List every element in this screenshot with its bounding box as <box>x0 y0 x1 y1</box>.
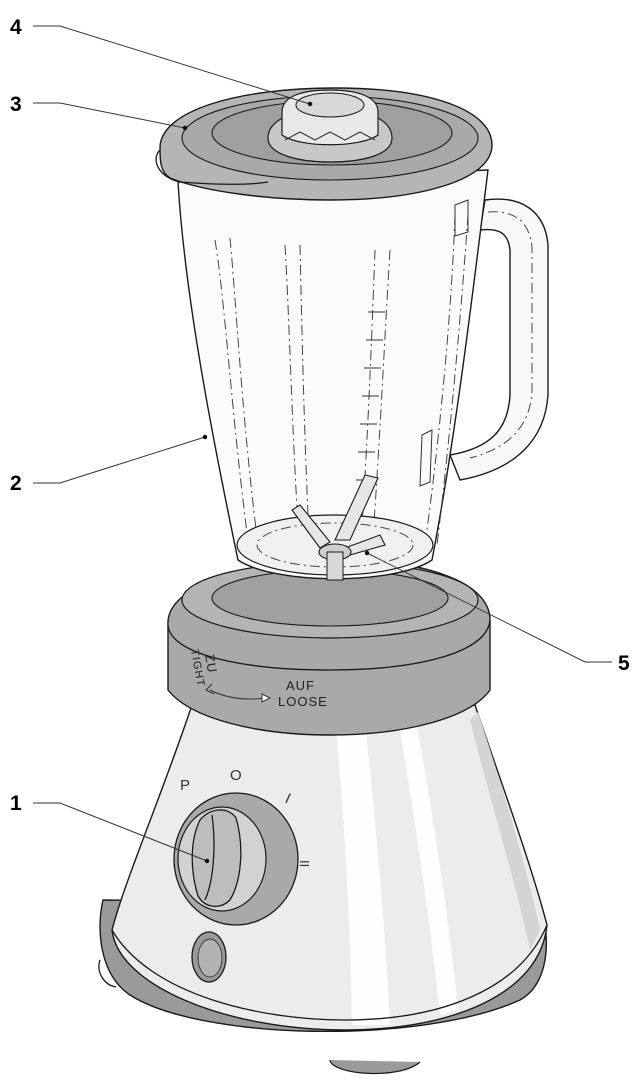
dial-knob[interactable] <box>191 809 242 907</box>
marking-arrowhead-right <box>261 693 272 703</box>
speed-dial[interactable] <box>173 792 299 926</box>
blade-assembly <box>291 474 386 581</box>
callout-leader-5 <box>366 552 612 663</box>
callout-leader-2 <box>33 436 206 484</box>
jar-flute-2 <box>229 237 259 546</box>
dial-label-0: O <box>230 767 242 784</box>
blade-shaft <box>326 551 344 581</box>
marking-zu: ZU <box>202 653 220 675</box>
callout-dot-5 <box>364 550 370 556</box>
callout-leader-4 <box>33 25 311 105</box>
callout-2: 2 <box>10 434 208 495</box>
callout-leader-3 <box>33 102 186 129</box>
marking-loose: LOOSE <box>278 694 328 709</box>
marking-arrow <box>209 689 266 700</box>
jar-window-upper <box>454 199 469 237</box>
callout-label-3: 3 <box>10 93 22 116</box>
callout-dot-1 <box>204 858 210 864</box>
base-foot-left <box>98 959 117 988</box>
steel-highlight-1 <box>335 720 390 1025</box>
callout-dot-2 <box>202 434 208 440</box>
dial-label-p: P <box>180 777 190 794</box>
measuring-cap[interactable] <box>267 89 393 163</box>
blender-jar <box>155 87 549 581</box>
indicator-button-inner <box>197 938 223 978</box>
steel-highlight-2 <box>398 715 458 1015</box>
jar-window-lower <box>419 429 433 487</box>
cap-top-face <box>295 92 365 118</box>
base-foot-center <box>329 1059 421 1075</box>
dial-pointer <box>204 814 215 901</box>
callout-5: 5 <box>364 550 630 675</box>
callout-dot-4 <box>307 101 313 107</box>
steel-shadow <box>470 712 540 950</box>
jar-handle-inner <box>469 211 533 459</box>
lid-spout <box>155 149 269 185</box>
dial-label-2: II <box>297 860 312 867</box>
jar-lid <box>155 87 493 201</box>
blade-left <box>291 504 331 549</box>
callout-label-2: 2 <box>10 472 22 495</box>
jar-flute-1 <box>214 239 249 541</box>
callout-dot-3 <box>182 125 188 131</box>
callout-3: 3 <box>10 93 188 131</box>
cap-zigzag <box>284 131 376 141</box>
callout-4: 4 <box>10 16 313 107</box>
base-collar-top <box>167 619 491 671</box>
jar-handle <box>449 198 549 481</box>
jar-flute-7 <box>424 214 456 546</box>
callout-label-5: 5 <box>618 652 630 675</box>
dial-label-1: I <box>282 790 293 807</box>
motor-base: ZU TIGHT AUF LOOSE P O I II <box>98 559 548 1075</box>
jar-flute-8 <box>436 214 469 546</box>
marking-arrowhead-left <box>205 683 215 695</box>
callout-label-4: 4 <box>10 16 22 39</box>
callout-1: 1 <box>10 792 210 864</box>
jar-flute-4 <box>299 244 311 556</box>
marking-auf: AUF <box>286 678 315 693</box>
blade-upper <box>334 474 379 541</box>
callout-label-1: 1 <box>10 792 22 815</box>
base-rim-line <box>111 924 548 1021</box>
callout-leader-1 <box>33 802 208 862</box>
